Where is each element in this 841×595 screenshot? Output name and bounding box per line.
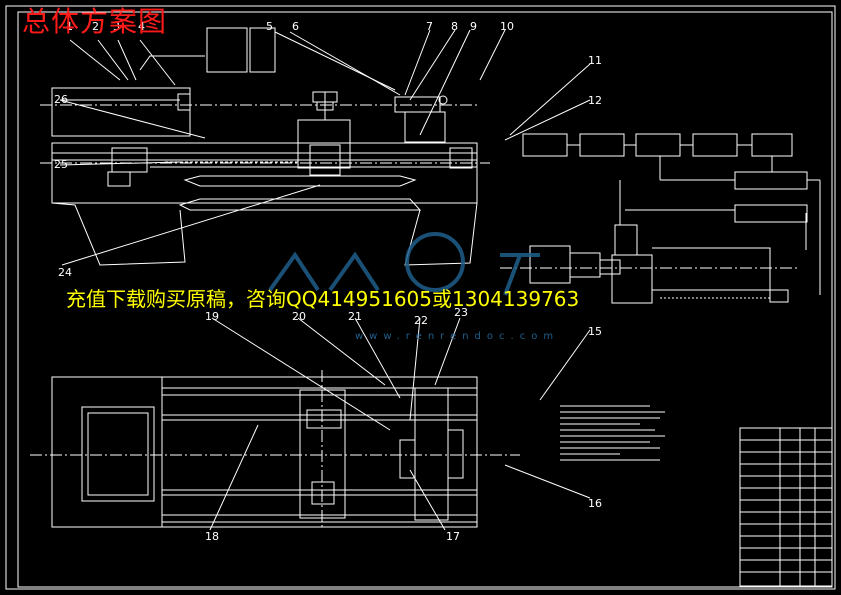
- part-label-21: 21: [348, 310, 362, 323]
- inner-frame: [17, 11, 833, 588]
- watermark-logo: [268, 232, 540, 296]
- part-label-3: 3: [113, 20, 120, 33]
- part-label-19: 19: [205, 310, 219, 323]
- part-label-9: 9: [470, 20, 477, 33]
- part-label-22: 22: [414, 314, 428, 327]
- part-label-2: 2: [92, 20, 99, 33]
- technical-notes: [560, 405, 665, 461]
- part-label-7: 7: [426, 20, 433, 33]
- part-label-24: 24: [58, 266, 72, 279]
- drawing-title: 总体方案图: [22, 5, 168, 38]
- part-label-10: 10: [500, 20, 514, 33]
- part-label-11: 11: [588, 54, 602, 67]
- part-label-6: 6: [292, 20, 299, 33]
- lathe-top-view: [30, 370, 520, 530]
- part-label-26: 26: [54, 93, 68, 106]
- control-block-diagram: [500, 133, 821, 304]
- part-label-25: 25: [54, 158, 68, 171]
- outer-frame: [5, 5, 836, 590]
- leader-lines: [59, 29, 591, 531]
- promo-banner: 充值下载购买原稿，咨询QQ414951605或1304139763: [66, 287, 580, 311]
- part-label-1: 1: [66, 20, 73, 33]
- part-label-15: 15: [588, 325, 602, 338]
- part-number-labels: 1 2 3 4 5 6 7 8 9 10 11 12 15 16 17 18 1…: [54, 20, 602, 543]
- part-label-20: 20: [292, 310, 306, 323]
- part-label-12: 12: [588, 94, 602, 107]
- part-label-23: 23: [454, 306, 468, 319]
- part-label-8: 8: [451, 20, 458, 33]
- title-block: [739, 427, 833, 587]
- part-label-4: 4: [138, 20, 145, 33]
- part-label-16: 16: [588, 497, 602, 510]
- part-label-17: 17: [446, 530, 460, 543]
- part-label-18: 18: [205, 530, 219, 543]
- part-label-5: 5: [266, 20, 273, 33]
- lathe-front-view: [40, 27, 490, 266]
- watermark-url: www.renrendoc.com: [355, 331, 560, 342]
